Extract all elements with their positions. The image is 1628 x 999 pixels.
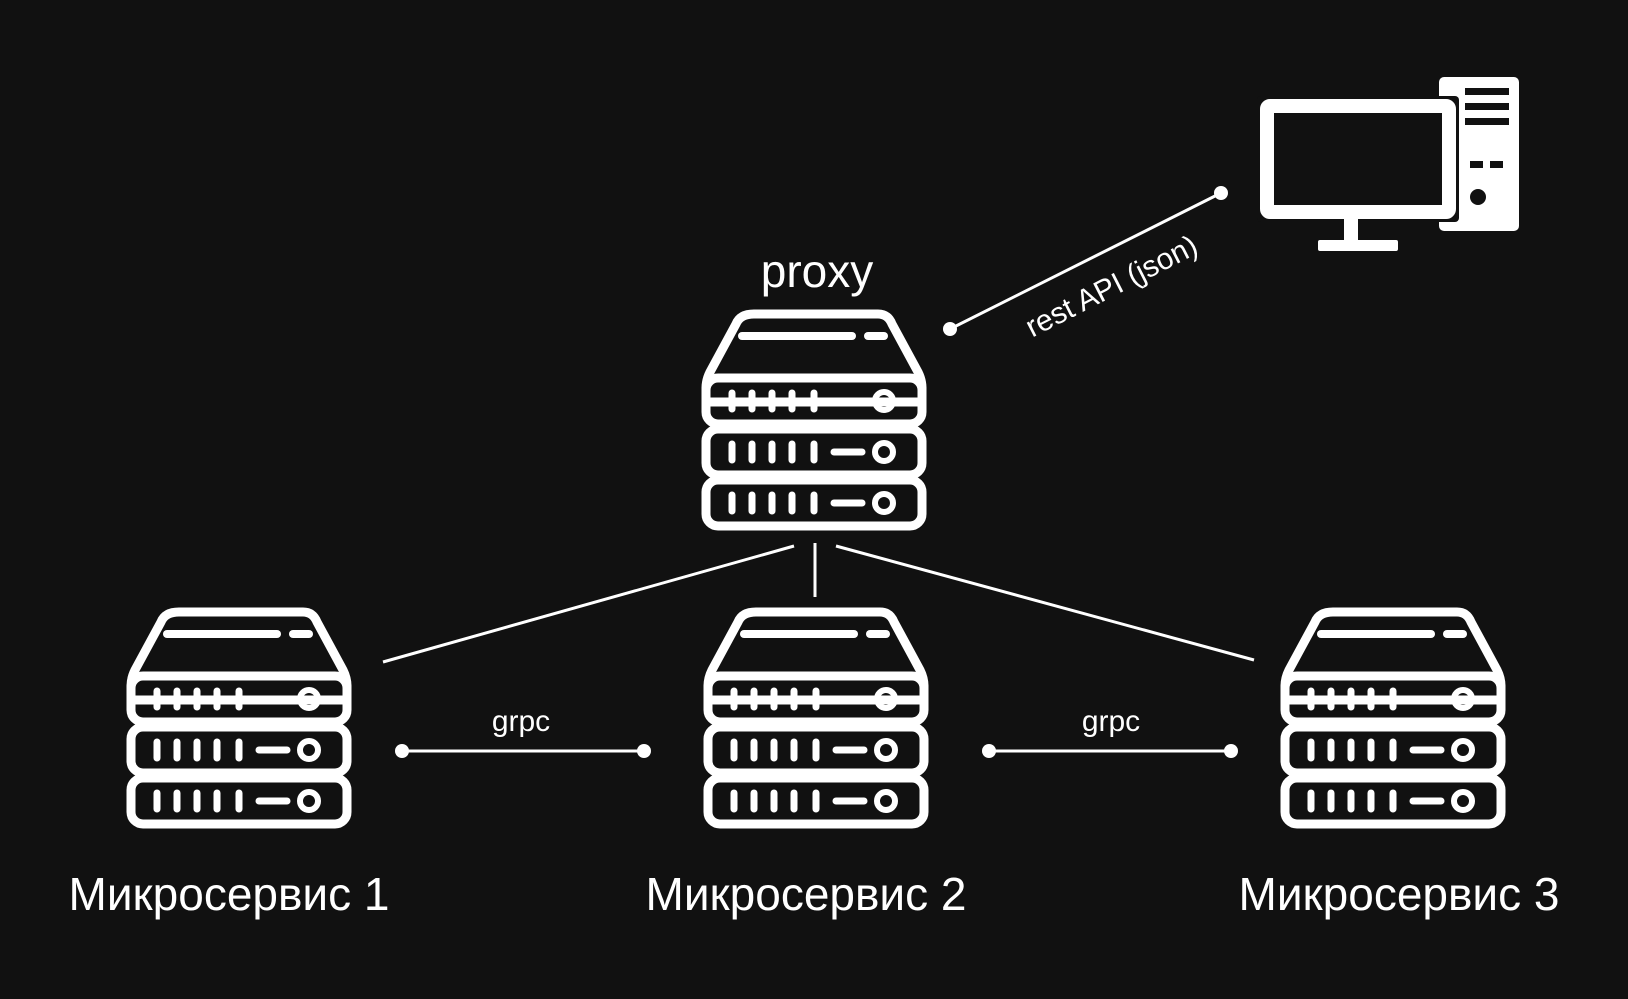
- desktop-computer-icon: [1257, 77, 1519, 251]
- endpoint-dot: [982, 744, 996, 758]
- proxy-server-icon: [706, 314, 922, 526]
- edge-grpc-right: [982, 744, 1238, 758]
- edge-proxy-ms1: [382, 544, 795, 664]
- ms1-server-icon: [131, 612, 347, 824]
- edge-rest-api: [943, 186, 1228, 336]
- edge-proxy-ms3: [835, 544, 1255, 662]
- ms1-label: Микросервис 1: [69, 868, 390, 920]
- endpoint-dot: [395, 744, 409, 758]
- ms3-server-icon: [1285, 612, 1501, 824]
- edge-grpc-left: [395, 744, 651, 758]
- ms3-label: Микросервис 3: [1239, 868, 1560, 920]
- endpoint-dot: [1214, 186, 1228, 200]
- endpoint-dot: [637, 744, 651, 758]
- grpc-left-label: grpc: [492, 705, 550, 738]
- connections: [382, 186, 1255, 758]
- grpc-right-label: grpc: [1082, 705, 1140, 738]
- proxy-label: proxy: [761, 245, 873, 297]
- ms2-server-icon: [708, 612, 924, 824]
- endpoint-dot: [1224, 744, 1238, 758]
- endpoint-dot: [943, 322, 957, 336]
- ms2-label: Микросервис 2: [646, 868, 967, 920]
